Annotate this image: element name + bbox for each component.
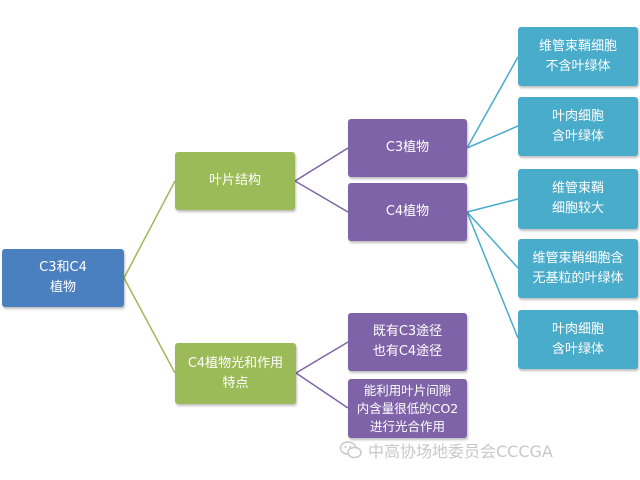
root-node: C3和C4 植物 bbox=[2, 249, 124, 307]
connector-leaf-c3 bbox=[294, 147, 349, 182]
feature-both-paths-node: 既有C3途径 也有C4途径 bbox=[348, 313, 467, 371]
wechat-icon bbox=[340, 441, 362, 459]
watermark: 中高协场地委员会CCCGA bbox=[340, 438, 630, 462]
connector-c3-sheath bbox=[466, 56, 519, 149]
c4-mesophyll-node: 叶肉细胞 含叶绿体 bbox=[518, 310, 638, 369]
connector-c4-sheath-large bbox=[466, 198, 519, 213]
connector-c4-mesophyll bbox=[466, 211, 519, 339]
connector-features-lowco2 bbox=[295, 372, 349, 409]
c4-sheath-chloro-node: 维管束鞘细胞含 无基粒的叶绿体 bbox=[518, 239, 638, 298]
feature-low-co2-node: 能利用叶片间隙 内含量很低的CO2 进行光合作用 bbox=[348, 379, 467, 438]
watermark-text: 中高协场地委员会CCCGA bbox=[368, 442, 553, 461]
connector-root-leaf-structure bbox=[123, 180, 176, 279]
connector-root-c4-features bbox=[123, 277, 176, 374]
connector-leaf-c4 bbox=[294, 180, 349, 213]
leaf-structure-node: 叶片结构 bbox=[175, 152, 295, 210]
c4-sheath-large-node: 维管束鞘 细胞较大 bbox=[518, 169, 638, 229]
c3-plant-node: C3植物 bbox=[348, 119, 467, 177]
connector-c3-mesophyll bbox=[466, 125, 519, 149]
connector-c4-sheath-chloro bbox=[466, 211, 519, 269]
c3-mesophyll-node: 叶肉细胞 含叶绿体 bbox=[518, 97, 638, 156]
c3-sheath-node: 维管束鞘细胞 不含叶绿体 bbox=[518, 27, 638, 86]
c4-plant-node: C4植物 bbox=[348, 183, 467, 241]
connector-features-both bbox=[295, 341, 349, 374]
c4-features-node: C4植物光和作用 特点 bbox=[175, 343, 296, 404]
